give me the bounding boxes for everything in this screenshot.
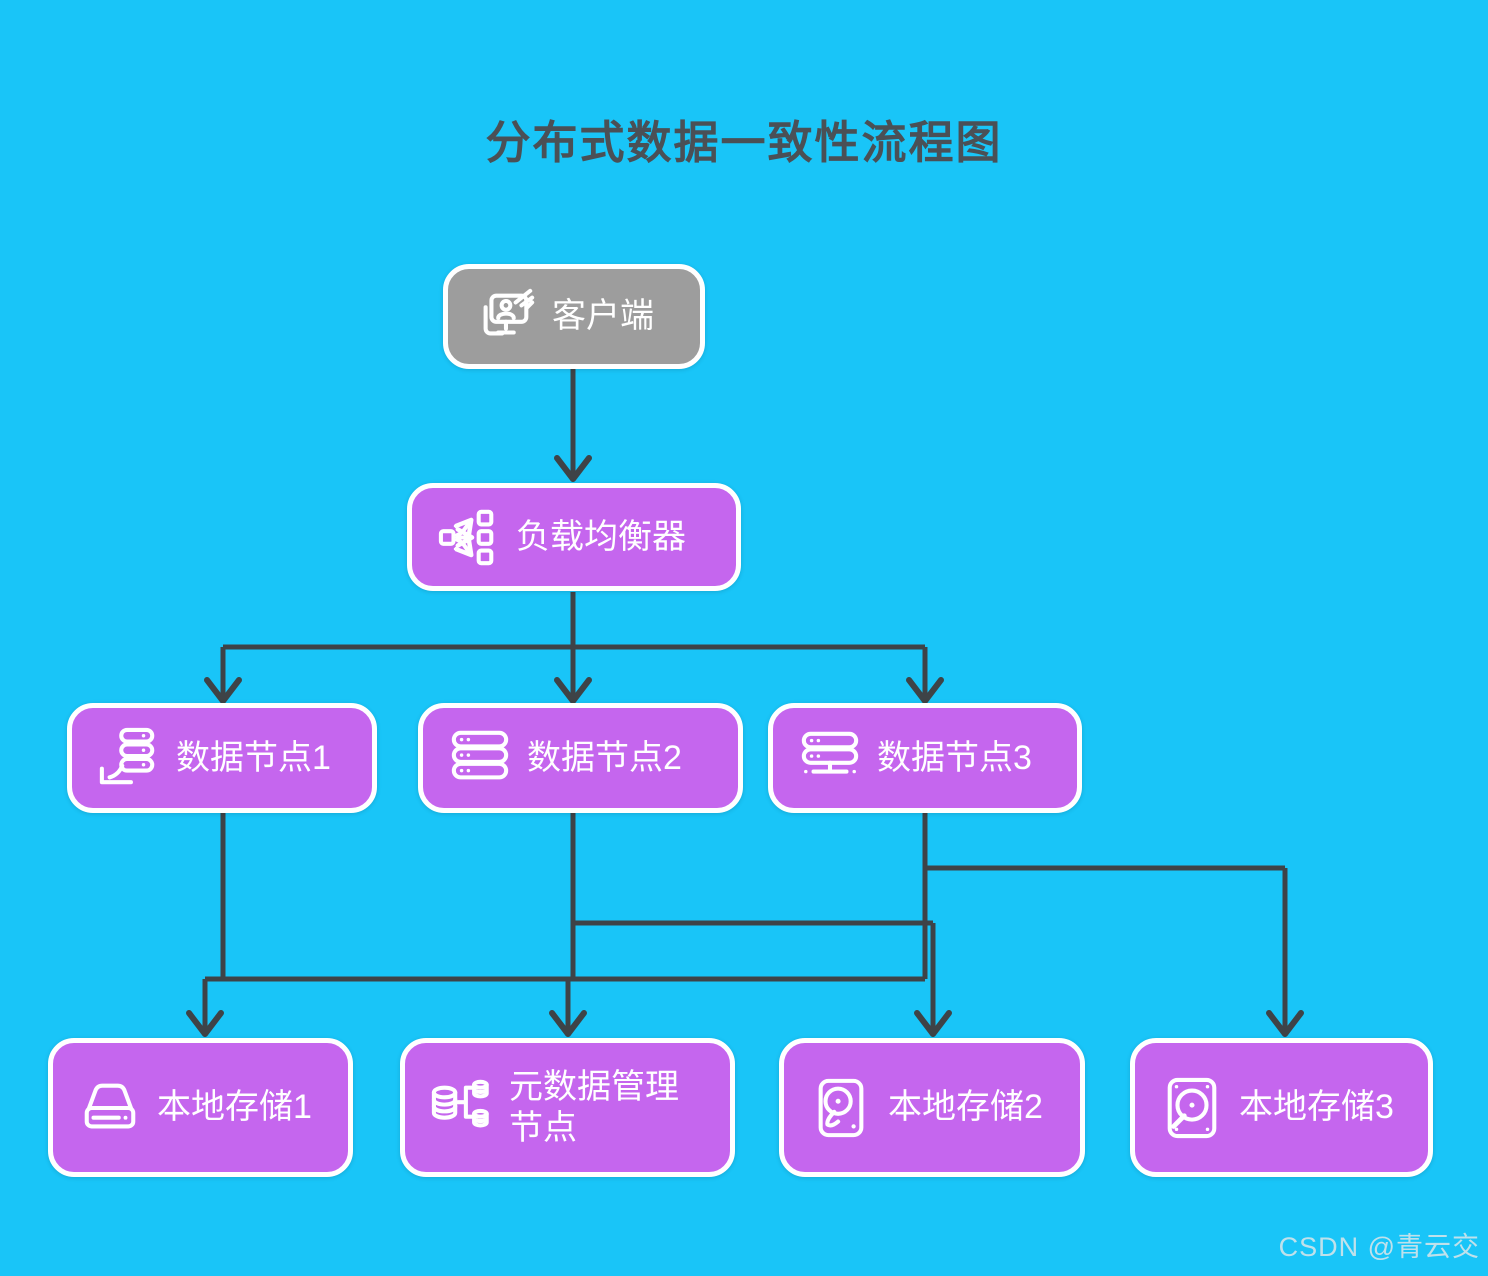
- node-label: 数据节点2: [527, 738, 682, 777]
- node-local-storage-2: 本地存储2: [779, 1038, 1085, 1177]
- node-load-balancer: 负载均衡器: [407, 483, 741, 591]
- node-metadata-node: 元数据管理节点: [400, 1038, 735, 1177]
- node-data-node-1: 数据节点1: [67, 703, 377, 813]
- hard-disk-platter-icon: [810, 1077, 872, 1139]
- arrowhead: [554, 455, 592, 482]
- arrowhead: [1266, 1010, 1304, 1037]
- watermark: CSDN @青云交: [1278, 1232, 1480, 1262]
- node-label: 本地存储1: [157, 1088, 312, 1127]
- node-data-node-2: 数据节点2: [418, 703, 743, 813]
- edge-datanodes-to-storage: [202, 812, 1288, 1032]
- arrowhead: [914, 1010, 952, 1037]
- server-rack-icon: [449, 727, 511, 789]
- hard-disk-screws-icon: [1161, 1077, 1223, 1139]
- node-local-storage-3: 本地存储3: [1130, 1038, 1433, 1177]
- node-label: 元数据管理节点: [509, 1068, 679, 1147]
- node-label: 数据节点3: [877, 738, 1032, 777]
- node-data-node-3: 数据节点3: [768, 703, 1082, 813]
- database-branch-icon: [431, 1077, 493, 1139]
- load-balancer-icon: [438, 506, 500, 568]
- node-label: 本地存储2: [888, 1088, 1043, 1127]
- node-local-storage-1: 本地存储1: [48, 1038, 353, 1177]
- diagram-title: 分布式数据一致性流程图: [485, 117, 1003, 168]
- client-monitor-icon: [474, 286, 536, 348]
- arrowhead: [204, 677, 242, 704]
- arrowhead: [549, 1010, 587, 1037]
- edge-loadbalancer-fanout: [220, 592, 928, 699]
- hard-drive-icon: [79, 1077, 141, 1139]
- node-label: 数据节点1: [176, 738, 331, 777]
- node-label: 客户端: [552, 297, 654, 336]
- arrowhead: [906, 677, 944, 704]
- node-client: 客户端: [443, 264, 705, 369]
- node-label: 负载均衡器: [516, 517, 686, 556]
- arrowhead: [186, 1010, 224, 1037]
- arrowhead: [554, 677, 592, 704]
- server-network-icon: [799, 727, 861, 789]
- server-stack-hand-icon: [98, 727, 160, 789]
- node-label: 本地存储3: [1239, 1088, 1394, 1127]
